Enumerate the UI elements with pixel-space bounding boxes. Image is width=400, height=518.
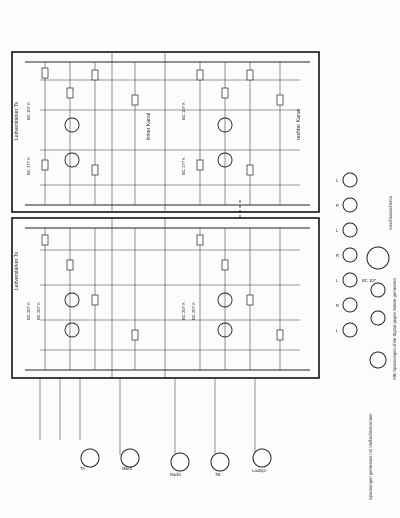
- jack-label-2: R: [336, 203, 339, 208]
- ic-label: BC 107: [362, 278, 377, 283]
- resistors: [41, 67, 284, 341]
- jack-label-3: L: [336, 228, 339, 233]
- legend-note: Spannungen gemessen mit Vielfachinstrume…: [368, 413, 373, 500]
- transistor-label-4: BC 177 A: [181, 157, 186, 175]
- jack-panel: [342, 172, 358, 338]
- pinout-note: Alle Spannungen ohne Signal gegen Masse …: [392, 277, 397, 380]
- input-connectors: [39, 378, 272, 472]
- transistor-label-5: BC 207 A: [26, 302, 31, 320]
- lower-title: Leitverstärker Ts: [14, 252, 20, 290]
- amplifier-frames: [11, 51, 320, 379]
- connector-label-5: Lautspr.: [252, 468, 267, 473]
- jack-label-6: R: [336, 303, 339, 308]
- transistor-label-3: BC 107 A: [181, 102, 186, 120]
- connector-label-3: Radio: [170, 472, 182, 477]
- connector-label-1: TA: [80, 466, 85, 471]
- lower-side-label: rechter Kanal: [296, 109, 302, 140]
- transistor-label-6: BC 207 A: [36, 302, 41, 320]
- upper-title: Leitverstärker Ts: [14, 102, 20, 140]
- connector-label-2: Mikro: [122, 466, 133, 471]
- jack-label-4: R: [336, 253, 339, 258]
- connector-label-4: TB: [215, 472, 221, 477]
- transistor-label-7: BC 207 A: [181, 302, 186, 320]
- upper-side-label: linker Kanal: [146, 113, 152, 140]
- jack-label-5: L: [336, 278, 339, 283]
- transistor-label-1: BC 107 A: [26, 102, 31, 120]
- jack-label-1: L: [336, 178, 339, 183]
- transistors: [64, 117, 233, 338]
- pinout-title: Anschlussschema: [388, 196, 393, 230]
- transistor-label-2: BC 177 A: [26, 157, 31, 175]
- supply-rails: [25, 61, 310, 371]
- vertical-wires: [44, 62, 281, 370]
- pinout-diagrams: [366, 246, 390, 369]
- schematic-labels: Leitverstärker Ts Leitverstärker Ts link…: [14, 102, 397, 500]
- transistor-label-8: BC 207 A: [191, 302, 196, 320]
- jack-label-7: L: [336, 328, 339, 333]
